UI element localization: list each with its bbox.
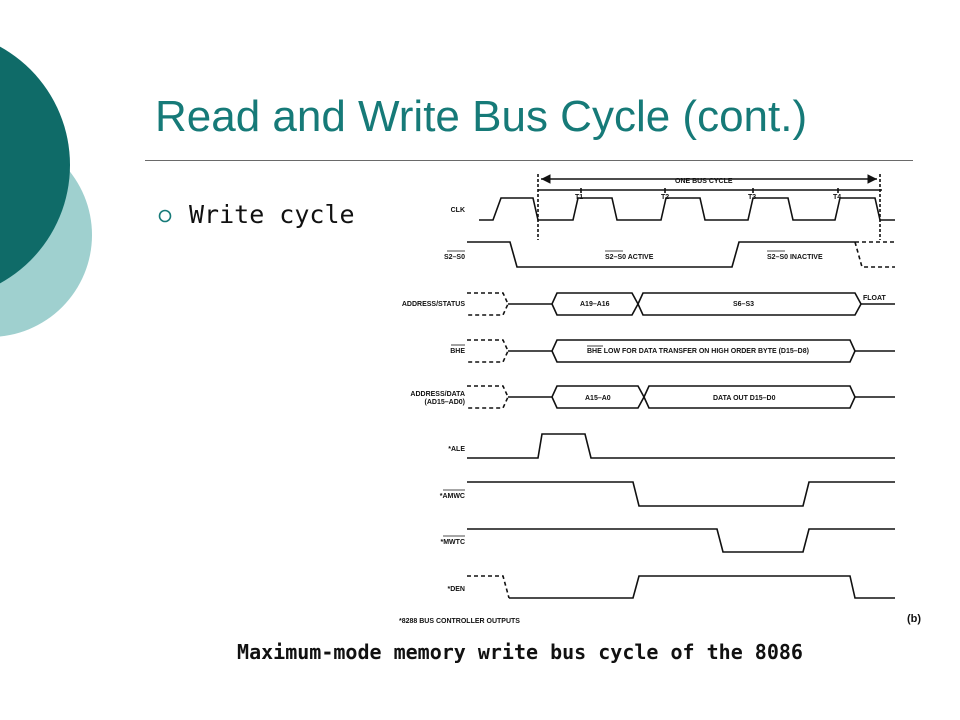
decorative-circles [0, 46, 92, 337]
annotation-a15-a0: A15–A0 [585, 395, 611, 402]
t-state-label: T4 [833, 194, 841, 201]
dark-circle [0, 46, 70, 284]
signal-label-den: *DEN [447, 586, 465, 593]
signal-label-s2-s0: S2–S0 [444, 254, 465, 261]
signal-label-address-data: ADDRESS/DATA [410, 391, 465, 398]
footnote: *8288 BUS CONTROLLER OUTPUTS [399, 618, 520, 625]
annotation-s-inactive: S2–S0 INACTIVE [767, 254, 823, 261]
signal-label-clk: CLK [451, 207, 465, 214]
figure-caption: Maximum-mode memory write bus cycle of t… [237, 640, 803, 664]
signal-label-address-status: ADDRESS/STATUS [402, 301, 465, 308]
annotation-float: FLOAT [863, 295, 887, 302]
bullet-item: Write cycle [158, 200, 355, 229]
title-divider [145, 160, 913, 161]
t-state-label: T1 [575, 194, 583, 201]
annotation-s6-s3: S6–S3 [733, 301, 754, 308]
hollow-circle-bullet-icon [158, 209, 172, 223]
annotation-s-active: S2–S0 ACTIVE [605, 254, 654, 261]
figure-caption-row: Maximum-mode memory write bus cycle of t… [0, 640, 960, 664]
timing-diagram: ONE BUS CYCLE T1 T2 T3 T4 CLK S2–S0 ADDR… [399, 174, 921, 625]
slide-title: Read and Write Bus Cycle (cont.) [155, 92, 808, 141]
signal-label-bhe: BHE [450, 348, 465, 355]
t-state-label: T3 [748, 194, 756, 201]
annotation-bhe-low: BHE LOW FOR DATA TRANSFER ON HIGH ORDER … [587, 348, 809, 355]
annotation-a19-a16: A19–A16 [580, 301, 610, 308]
signal-label-mwtc: *MWTC [441, 539, 466, 546]
t-state-label: T2 [661, 194, 669, 201]
signal-label-ad15-ad0: (AD15–AD0) [425, 399, 465, 406]
figure-label: (b) [907, 613, 921, 625]
bus-cycle-label: ONE BUS CYCLE [675, 178, 733, 185]
bullet-text: Write cycle [189, 200, 355, 229]
signal-label-amwc: *AMWC [440, 493, 465, 500]
signal-label-ale: *ALE [448, 446, 465, 453]
annotation-data-out: DATA OUT D15–D0 [713, 395, 776, 402]
